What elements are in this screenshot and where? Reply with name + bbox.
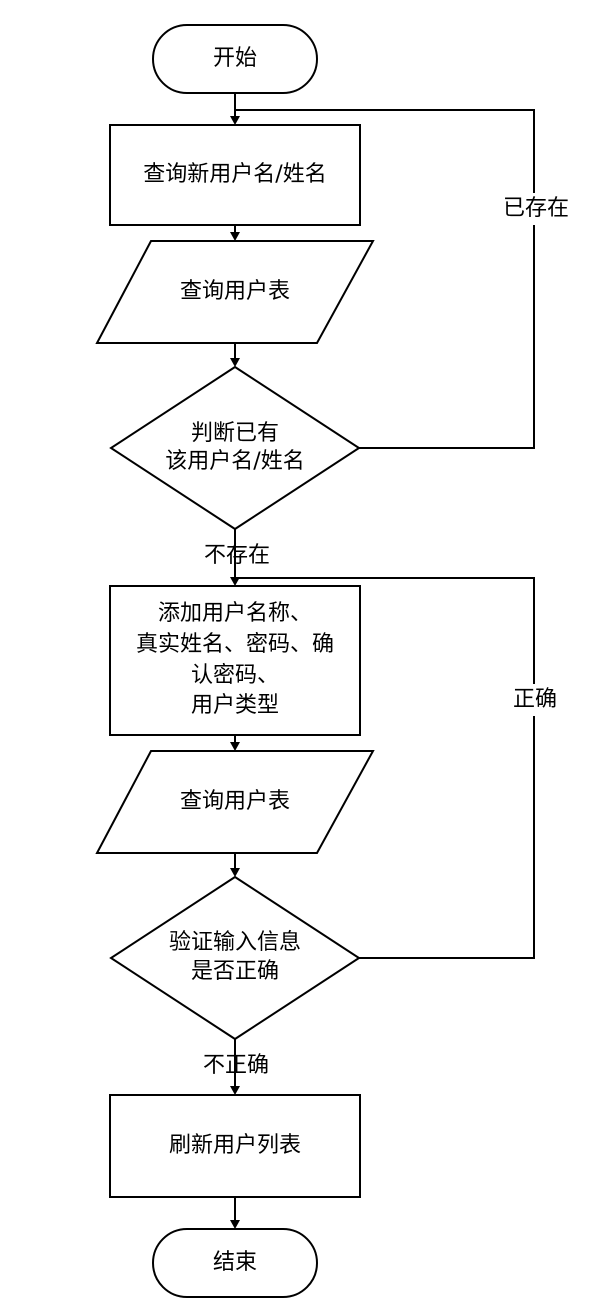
refresh-list-process: 刷新用户列表: [109, 1094, 361, 1198]
start-node: 开始: [152, 24, 318, 94]
edge-exists-loop: [235, 109, 535, 449]
query-user-table-label-1: 查询用户表: [180, 279, 290, 304]
query-user-table-io-2: 查询用户表: [95, 750, 375, 854]
edge-label-incorrect: 不正确: [203, 1053, 269, 1078]
validate-decision: 验证输入信息 是否正确: [109, 875, 361, 1041]
query-new-user-label: 查询新用户名/姓名: [143, 162, 326, 187]
refresh-list-label: 刷新用户列表: [169, 1133, 301, 1158]
edge-correct-loop: [235, 577, 535, 959]
query-user-table-label-2: 查询用户表: [180, 789, 290, 814]
add-user-label-line1: 添加用户名称、: [158, 601, 312, 626]
arrowhead-add-to-table2: [230, 742, 240, 751]
add-user-label-line3: 认密码、: [191, 663, 279, 688]
check-exists-decision: 判断已有 该用户名/姓名: [109, 365, 361, 531]
arrowhead-start-to-query: [230, 116, 240, 125]
edge-label-not-exists: 不存在: [204, 543, 270, 568]
arrowhead-table1-to-check: [230, 358, 240, 367]
query-new-user-process: 查询新用户名/姓名: [109, 124, 361, 226]
connectors: [230, 93, 535, 1229]
arrowhead-check-to-add: [230, 577, 240, 586]
arrowhead-validate-to-refresh: [230, 1086, 240, 1095]
correct-label-bg: [508, 684, 562, 716]
add-user-label-line4: 用户类型: [191, 693, 279, 718]
validate-label-line2: 是否正确: [191, 959, 279, 984]
arrowhead-table2-to-validate: [230, 868, 240, 877]
arrowhead-refresh-to-end: [230, 1220, 240, 1229]
end-node: 结束: [152, 1228, 318, 1298]
edge-label-correct: 正确: [513, 687, 557, 712]
edge-label-exists: 已存在: [503, 196, 569, 221]
arrowhead-query-to-table1: [230, 232, 240, 241]
query-user-table-io-1: 查询用户表: [95, 240, 375, 344]
check-exists-label-line1: 判断已有: [191, 421, 279, 446]
validate-label-line1: 验证输入信息: [169, 930, 301, 955]
add-user-label-line2: 真实姓名、密码、确: [136, 632, 334, 657]
end-label: 结束: [213, 1250, 257, 1275]
start-label: 开始: [213, 46, 257, 71]
exists-label-bg: [500, 193, 572, 225]
add-user-process: 添加用户名称、 真实姓名、密码、确 认密码、 用户类型: [109, 585, 361, 736]
check-exists-label-line2: 该用户名/姓名: [165, 449, 304, 474]
